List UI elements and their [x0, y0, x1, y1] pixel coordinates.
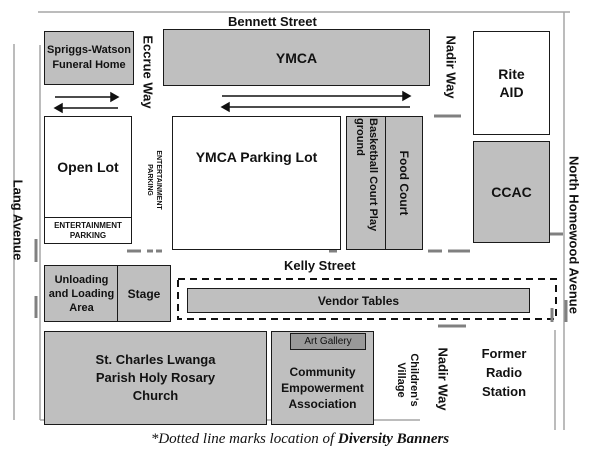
- art-gallery: Art Gallery: [290, 333, 366, 350]
- church-label: St. Charles Lwanga Parish Holy Rosary Ch…: [95, 352, 216, 403]
- ymca-parking-lot-label: YMCA Parking Lot: [195, 149, 318, 165]
- entertainment-parking-mid: ENTERTAINMENT PARKING: [146, 150, 162, 210]
- basketball-court-label: Basketball Court Play ground: [354, 118, 379, 232]
- unloading-loading-area: Unloading and Loading Area: [44, 265, 119, 322]
- ccac-label: CCAC: [491, 184, 532, 200]
- bennett-street-label: Bennett Street: [228, 14, 317, 29]
- caption-emphasis: Diversity Banners: [337, 431, 450, 447]
- rite-aid: Rite AID: [473, 31, 550, 135]
- ymca-label: YMCA: [275, 49, 318, 66]
- food-court-label: Food Court: [397, 150, 411, 216]
- st-charles-lwanga-church: St. Charles Lwanga Parish Holy Rosary Ch…: [44, 331, 267, 425]
- childrens-village: Children's Village: [389, 338, 425, 422]
- vendor-tables: Vendor Tables: [187, 288, 530, 313]
- lang-avenue-label: Lang Avenue: [10, 179, 26, 261]
- basketball-court-playground: Basketball Court Play ground: [346, 116, 386, 250]
- ccac: CCAC: [473, 141, 550, 243]
- nadir-way-top-label: Nadir Way: [443, 35, 459, 99]
- north-homewood-avenue-label: North Homewood Avenue: [566, 156, 582, 314]
- stage: Stage: [117, 265, 171, 322]
- community-label: Community Empowerment Association: [281, 365, 364, 411]
- kelly-street-label: Kelly Street: [284, 258, 356, 273]
- eccrue-way-label: Eccrue Way: [140, 35, 156, 109]
- open-lot-label: Open Lot: [57, 159, 119, 175]
- ymca-parking-lot: YMCA Parking Lot: [172, 116, 341, 250]
- food-court: Food Court: [385, 116, 423, 250]
- art-gallery-label: Art Gallery: [304, 336, 352, 347]
- ymca-building: YMCA: [163, 29, 430, 86]
- rite-aid-label: Rite AID: [498, 66, 525, 100]
- spriggs-watson-funeral-home: Spriggs-Watson Funeral Home: [44, 31, 134, 85]
- caption-prefix: *Dotted line marks location of: [150, 431, 338, 447]
- entertainment-parking-left-label: ENTERTAINMENT PARKING: [54, 220, 122, 240]
- stage-label: Stage: [127, 286, 161, 301]
- former-radio-station: Former Radio Station: [464, 344, 544, 401]
- radio-station-label: Former Radio Station: [481, 346, 527, 399]
- spriggs-watson-label: Spriggs-Watson Funeral Home: [47, 44, 131, 71]
- nadir-way-bottom-label: Nadir Way: [435, 347, 451, 411]
- childrens-village-label: Children's Village: [395, 353, 420, 407]
- map-caption: *Dotted line marks location of Diversity…: [0, 431, 600, 448]
- entertainment-parking-left: ENTERTAINMENT PARKING: [44, 217, 132, 244]
- unloading-label: Unloading and Loading Area: [48, 273, 115, 314]
- vendor-tables-label: Vendor Tables: [317, 293, 400, 308]
